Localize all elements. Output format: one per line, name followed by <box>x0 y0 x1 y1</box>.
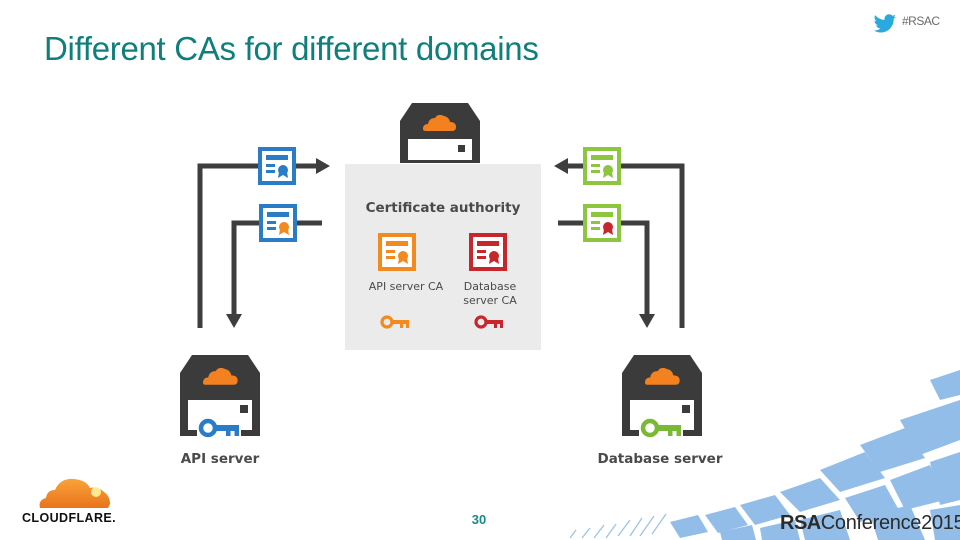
decorative-mosaic <box>670 370 960 540</box>
database-server-ca-label: Database server CA <box>440 280 540 308</box>
database-server-label: Database server <box>597 451 723 467</box>
api-cert-request-icon <box>258 147 296 185</box>
api-server-ca-cert-icon <box>378 233 416 271</box>
twitter-bird-icon <box>873 14 896 33</box>
database-server-key-icon <box>639 415 683 438</box>
rsa-logo-bold: RSA <box>780 512 821 534</box>
api-server-label: API server <box>180 451 260 467</box>
db-server-ca-cert-icon <box>469 233 507 271</box>
db-cert-request-icon <box>583 147 621 185</box>
page-number: 30 <box>471 512 487 527</box>
db-signed-cert-icon <box>583 204 621 242</box>
database-server-ca-label-line1: Database <box>463 280 517 293</box>
rsa-conference-logo: RSAConference2015 <box>780 512 960 535</box>
cloudflare-logo-icon <box>39 478 110 508</box>
ca-server-icon <box>400 103 480 163</box>
decorative-mosaic-lines <box>569 513 667 539</box>
api-server-ca-label: API server CA <box>368 280 444 293</box>
certificate-authority-panel <box>345 164 541 350</box>
api-signed-cert-icon <box>259 204 297 242</box>
database-server-ca-label-line2: server CA <box>463 294 517 307</box>
rsa-logo-rest: Conference2015 <box>820 512 960 534</box>
certificate-authority-label: Certificate authority <box>365 200 521 216</box>
hashtag-label: #RSAC <box>902 14 940 28</box>
api-server-key-icon <box>197 415 241 438</box>
slide-title: Different CAs for different domains <box>44 30 539 67</box>
db-ca-key-icon <box>474 315 503 329</box>
cloudflare-wordmark: CLOUDFLARE. <box>22 511 116 525</box>
api-ca-key-icon <box>380 315 409 329</box>
